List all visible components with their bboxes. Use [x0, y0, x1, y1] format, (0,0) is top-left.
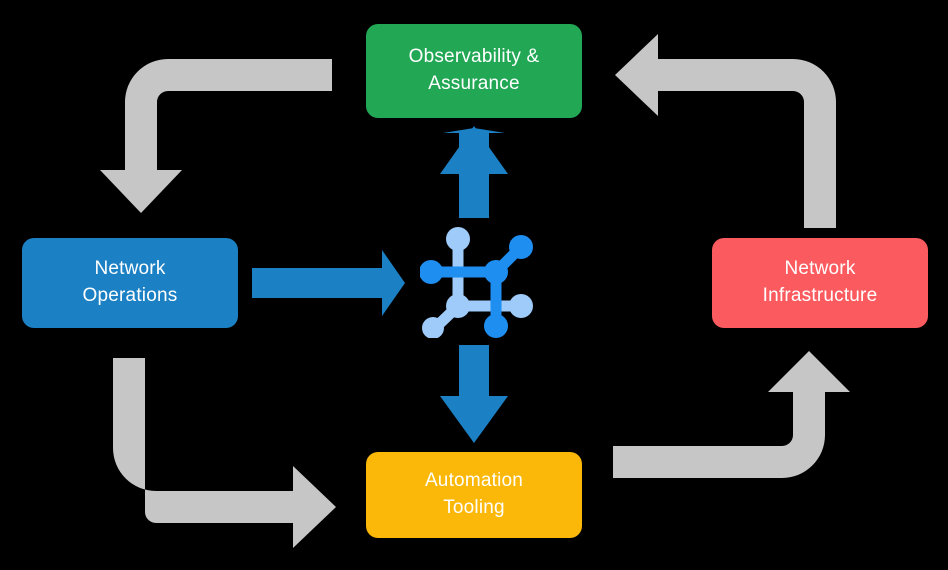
node-label-observability-assurance: Observability & Assurance — [408, 46, 540, 94]
blue-arrow-ops-to-center — [252, 250, 405, 316]
network-topology-icon — [420, 227, 533, 338]
node-box-network-infrastructure[interactable]: Network Infrastructure — [712, 238, 928, 328]
node-label-automation-tooling: Automation Tooling — [424, 470, 524, 518]
topology-nodes-light — [422, 227, 533, 338]
topology-nodes-dark — [420, 235, 533, 338]
node-label-network-operations: Network Operations — [82, 258, 178, 306]
gray-arrow-automation-to-infrastructure — [613, 351, 850, 478]
blue-arrow-up-shaft — [459, 170, 489, 218]
node-box-automation-tooling[interactable]: Automation Tooling — [366, 452, 582, 538]
blue-arrow-center-to-automation-head — [440, 396, 508, 443]
node-box-observability-assurance[interactable]: Observability & Assurance — [366, 24, 582, 118]
gray-arrow-infrastructure-to-observability — [615, 34, 836, 228]
blue-arrow-center-to-observability-head — [440, 126, 508, 174]
gray-arrow-operations-to-automation — [113, 358, 336, 548]
node-label-network-infrastructure: Network Infrastructure — [762, 258, 878, 306]
node-box-network-operations[interactable]: Network Operations — [22, 238, 238, 328]
gray-arrow-observability-to-operations — [100, 59, 332, 213]
